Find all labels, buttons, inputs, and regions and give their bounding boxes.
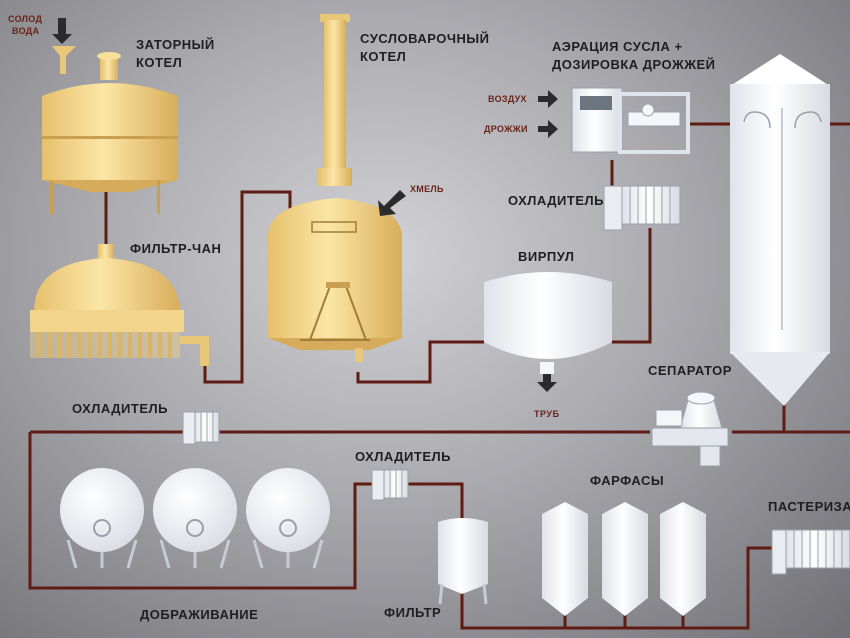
- label-cooler-left: ОХЛАДИТЕЛЬ: [72, 401, 168, 416]
- pipes: [28, 122, 850, 630]
- label-wort-kettle-line1: СУСЛОВАРОЧНЫЙ: [360, 31, 490, 46]
- label-cooler-top: ОХЛАДИТЕЛЬ: [508, 193, 604, 208]
- maturation-tank: [60, 468, 144, 569]
- label-cooler-bottom: ОХЛАДИТЕЛЬ: [355, 449, 451, 464]
- input-label-hops: ХМЕЛЬ: [410, 184, 444, 194]
- label-lauter-tun: ФИЛЬТР-ЧАН: [130, 241, 222, 256]
- label-mash-tun-line2: КОТЕЛ: [136, 55, 183, 70]
- maturation-tank: [153, 468, 237, 569]
- mash-tun: [42, 18, 178, 214]
- bright-tank: [660, 502, 706, 616]
- output-label-trub: ТРУБ: [534, 409, 560, 419]
- label-maturation: ДОБРАЖИВАНИЕ: [140, 607, 259, 622]
- input-label-yeast: ДРОЖЖИ: [484, 124, 528, 134]
- cooler-top: [603, 185, 681, 231]
- label-bright-tanks: ФАРФАСЫ: [590, 473, 665, 488]
- label-whirlpool: ВИРПУЛ: [518, 249, 575, 264]
- input-label-malt: СОЛОД: [8, 14, 43, 24]
- bright-tanks: [542, 502, 706, 616]
- maturation-tank: [246, 468, 330, 569]
- label-pasteurization: ПАСТЕРИЗАЦ: [768, 499, 850, 514]
- label-separator: СЕПАРАТОР: [648, 363, 732, 378]
- label-mash-tun-line1: ЗАТОРНЫЙ: [136, 37, 215, 52]
- whirlpool-tank: [484, 272, 612, 392]
- label-aeration-line2: ДОЗИРОВКА ДРОЖЖЕЙ: [552, 57, 716, 72]
- input-label-water: ВОДА: [12, 26, 40, 36]
- cooler-left: [182, 411, 220, 445]
- wort-kettle: [268, 14, 406, 362]
- cooler-bottom: [371, 469, 409, 501]
- lauter-tun: [30, 244, 209, 366]
- label-wort-kettle-line2: КОТЕЛ: [360, 49, 407, 64]
- maturation-tanks: [60, 468, 330, 569]
- label-filter: ФИЛЬТР: [384, 605, 442, 620]
- bright-tank: [542, 502, 588, 616]
- filter-tank: [438, 518, 488, 605]
- separator: [651, 391, 729, 467]
- bright-tank: [602, 502, 648, 616]
- fermenter-tank: [730, 54, 830, 406]
- pasteurizer: [771, 529, 850, 575]
- aeration-unit: [538, 87, 690, 154]
- label-aeration-line1: АЭРАЦИЯ СУСЛА +: [552, 39, 683, 54]
- input-label-air: ВОЗДУХ: [488, 94, 527, 104]
